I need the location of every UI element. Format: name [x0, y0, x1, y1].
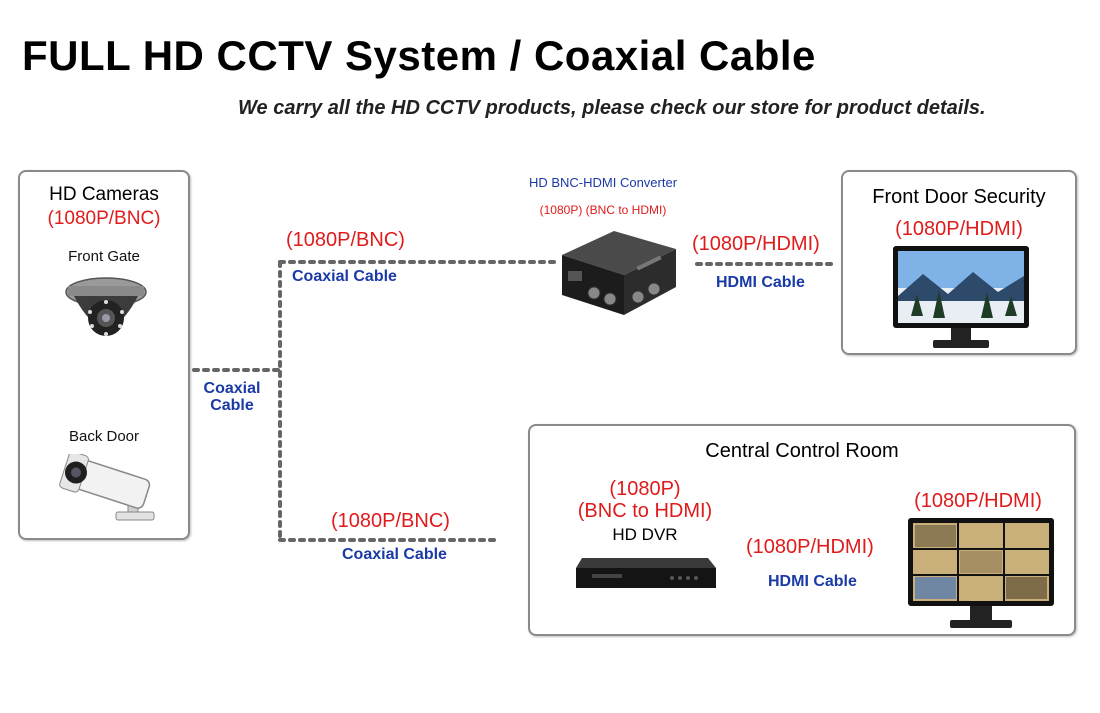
control-room-link-cable: HDMI Cable [768, 573, 857, 590]
cameras-heading: HD Cameras [49, 184, 159, 205]
lower-link-cable: Coaxial Cable [342, 546, 447, 563]
lower-link-spec: (1080P/BNC) [331, 510, 450, 532]
page-subtitle: We carry all the HD CCTV products, pleas… [238, 97, 986, 119]
front-door-box: Front Door Security (1080P/HDMI) [841, 170, 1077, 355]
cameras-box: HD Cameras (1080P/BNC) Front Gate Back D… [18, 170, 190, 540]
dvr-spec-line1: (1080P) [609, 478, 681, 500]
control-room-box: Central Control Room (1080P) (BNC to HDM… [528, 424, 1076, 636]
converter-spec: (1080P) (BNC to HDMI) [539, 203, 667, 217]
trunk-cable-label-line1: Coaxial [203, 380, 261, 397]
bnc-hdmi-converter-icon [562, 231, 676, 315]
dvr-spec-line2: (BNC to HDMI) [577, 500, 713, 522]
bullet-camera-icon [59, 454, 155, 521]
front-door-heading: Front Door Security [872, 186, 1046, 208]
page-title: FULL HD CCTV System / Coaxial Cable [22, 32, 816, 79]
upper-link-cable: Coaxial Cable [292, 268, 397, 285]
control-room-monitor-spec: (1080P/HDMI) [914, 490, 1042, 512]
hd-dvr-icon [576, 558, 716, 588]
control-room-heading: Central Control Room [705, 440, 899, 462]
control-room-monitor-icon [908, 518, 1054, 628]
dvr-name: HD DVR [612, 525, 678, 544]
front-door-spec: (1080P/HDMI) [895, 218, 1023, 240]
cameras-spec: (1080P/BNC) [47, 208, 161, 229]
dome-camera-icon [65, 277, 147, 336]
front-door-link-cable: HDMI Cable [716, 274, 805, 291]
front-gate-label: Front Gate [68, 248, 140, 265]
upper-link-spec: (1080P/BNC) [286, 229, 405, 251]
monitor-icon [893, 246, 1029, 348]
control-room-link-spec: (1080P/HDMI) [746, 536, 874, 558]
converter-name: HD BNC-HDMI Converter [528, 175, 678, 190]
front-door-link-spec: (1080P/HDMI) [692, 233, 820, 255]
trunk-cable-label-line2: Cable [210, 397, 254, 414]
back-door-label: Back Door [68, 428, 140, 445]
